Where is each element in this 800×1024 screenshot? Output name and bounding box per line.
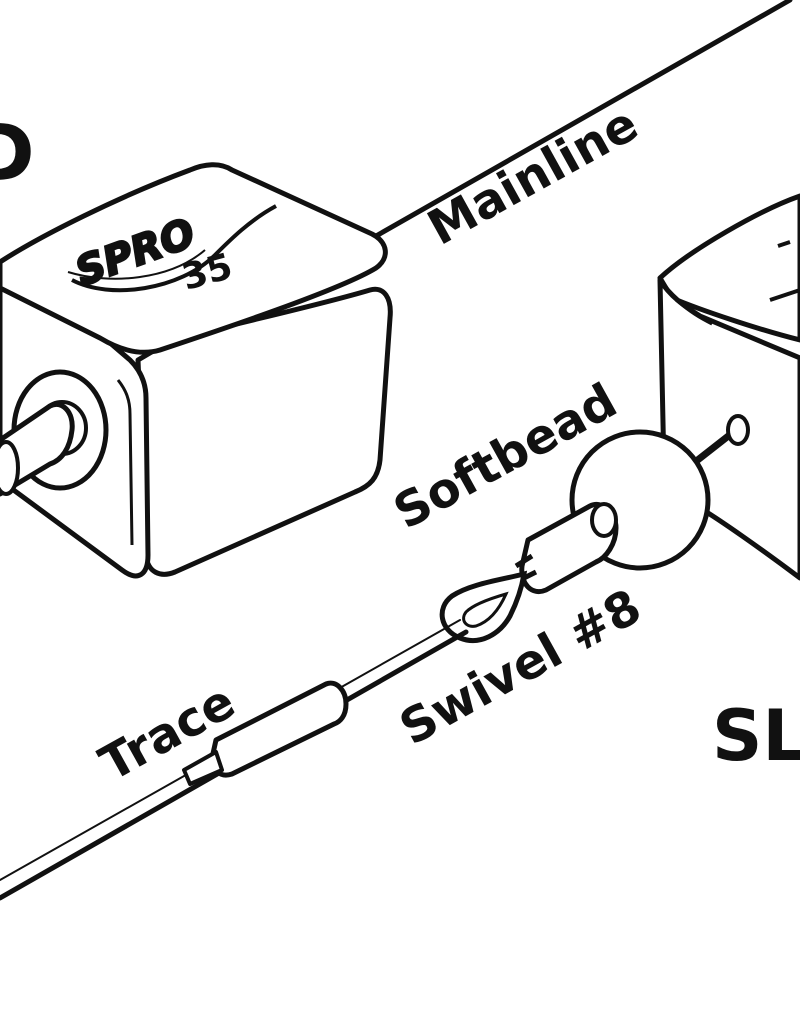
right-partial-text: SL	[712, 695, 800, 777]
float-right-logo-mark	[769, 240, 800, 302]
swivel	[439, 502, 619, 644]
float-left-front-highlight	[116, 379, 134, 546]
spro-logo-swoosh	[71, 204, 277, 293]
trace-sleeve-tip	[182, 750, 224, 786]
float-right-front-highlight	[675, 298, 713, 326]
float-right-pin-head	[726, 414, 750, 446]
float-left: SPRO 35	[0, 162, 393, 579]
label-mainline: Mainline	[419, 96, 648, 257]
spro-logo-swoosh-2	[67, 249, 206, 280]
float-left-stem-end	[0, 440, 20, 496]
left-partial-letter: D	[0, 109, 35, 199]
mainline-line	[359, 0, 793, 247]
swivel-eye-inner	[462, 591, 509, 628]
float-right	[657, 193, 800, 581]
label-swivel: Swivel #8	[391, 579, 651, 757]
float-right-top-face	[657, 193, 800, 343]
swivel-barrel-cap	[590, 502, 618, 538]
float-left-side-face	[135, 286, 393, 577]
